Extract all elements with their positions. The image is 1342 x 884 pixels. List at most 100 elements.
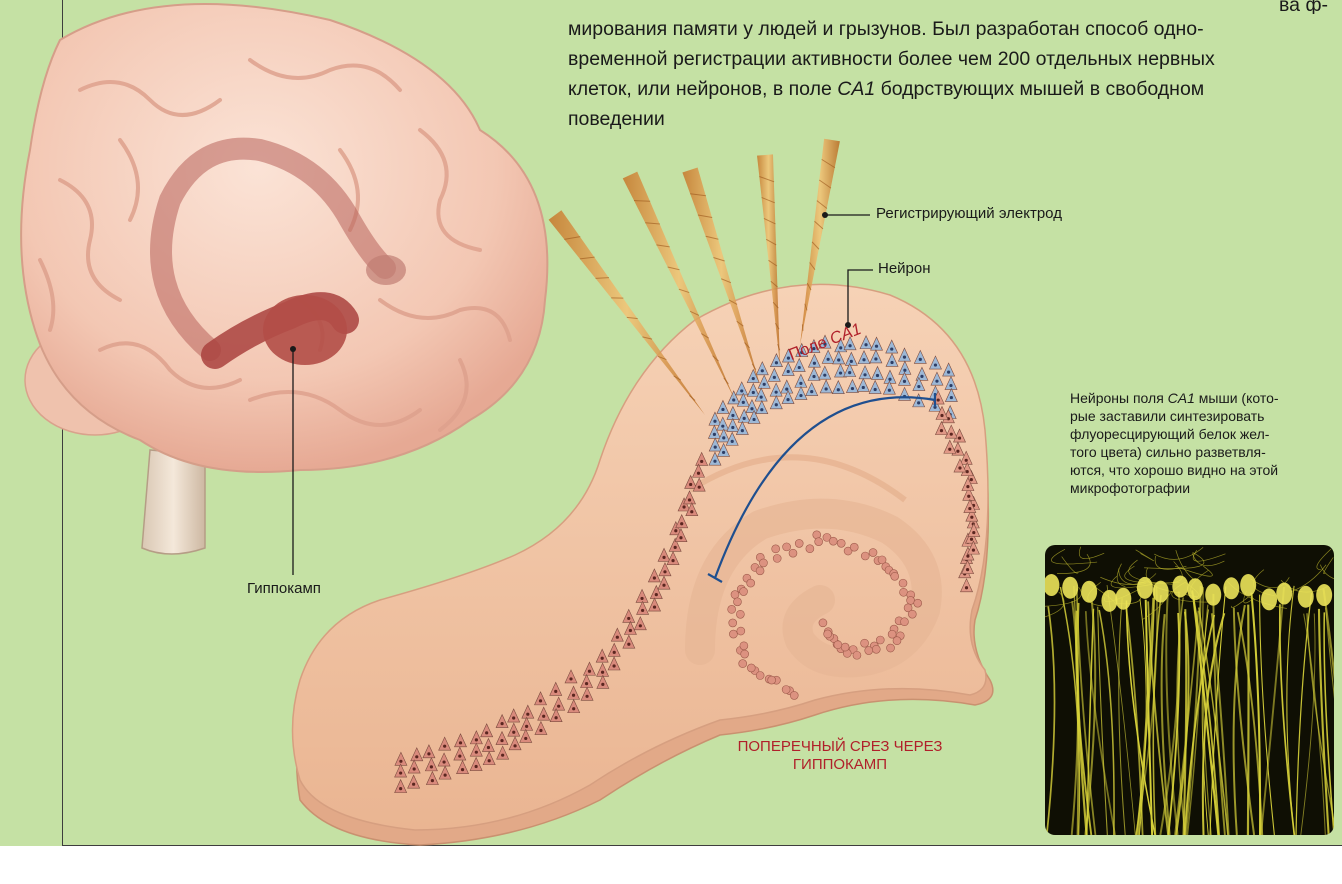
neuron-nucleus — [937, 398, 940, 401]
granule-cell — [815, 538, 823, 546]
granule-cell — [756, 567, 764, 575]
neuron-nucleus — [512, 716, 515, 719]
dendrite-fine — [1155, 556, 1186, 569]
ca1-neuron-nucleus — [851, 387, 854, 390]
ca1-neuron-nucleus — [862, 358, 865, 361]
ca1-neuron-nucleus — [731, 440, 734, 443]
granule-cell — [887, 644, 895, 652]
neuron-nucleus — [585, 695, 588, 698]
granule-cell — [824, 630, 832, 638]
ca1-neuron-nucleus — [798, 366, 801, 369]
intro-text-part: бодрствующих мышей в свободном — [875, 78, 1204, 100]
neuron-nucleus — [674, 546, 677, 549]
soma — [1316, 584, 1332, 606]
electrode-label: Регистрирующий электрод — [876, 205, 1062, 222]
dendrite — [1261, 587, 1284, 835]
neuron-nucleus — [940, 414, 943, 417]
neuron-nucleus — [415, 755, 418, 758]
granule-cell — [795, 539, 803, 547]
neuron-nucleus — [487, 746, 490, 749]
dendrite-fine — [1136, 550, 1154, 561]
ca1-neuron-nucleus — [741, 429, 744, 432]
neuron-nucleus — [674, 529, 677, 532]
granule-cell — [861, 552, 869, 560]
ca1-neuron-nucleus — [731, 426, 734, 429]
granule-cell — [773, 554, 781, 562]
caption-text-part: мыши (кото- — [1195, 390, 1279, 406]
ca1-neuron-nucleus — [903, 380, 906, 383]
ca1-neuron-nucleus — [752, 377, 755, 380]
granule-cell — [737, 627, 745, 635]
neuron-nucleus — [601, 671, 604, 674]
neuron-nucleus — [399, 787, 402, 790]
soma — [1240, 574, 1256, 596]
ca1-neuron-nucleus — [810, 390, 813, 393]
granule-cell — [759, 559, 767, 567]
neuron-nucleus — [663, 570, 666, 573]
neuron-nucleus — [569, 677, 572, 680]
intro-line: временной регистрации активности более ч… — [568, 44, 1328, 74]
ca1-term: CA1 — [837, 78, 875, 100]
caption-line: микрофотографии — [1070, 479, 1338, 497]
dendrite-fine — [1062, 557, 1079, 574]
neuron-nucleus — [698, 486, 701, 489]
granule-cell — [806, 545, 814, 553]
ca1-neuron-nucleus — [825, 387, 828, 390]
granule-cell — [865, 647, 873, 655]
dendrite — [1296, 593, 1311, 835]
neuron-nucleus — [431, 779, 434, 782]
neuron-nucleus — [557, 705, 560, 708]
electrode-twist — [634, 201, 650, 202]
neuron-nucleus — [965, 459, 968, 462]
dendrite — [1153, 595, 1161, 835]
intro-line: мирования памяти у людей и грызунов. Был… — [568, 14, 1328, 44]
ca1-neuron-nucleus — [888, 389, 891, 392]
soma — [1045, 574, 1059, 596]
soma — [1115, 588, 1131, 610]
electrode-twist — [802, 324, 803, 330]
ca1-neuron-nucleus — [874, 357, 877, 360]
ca1-neuron-nucleus — [761, 369, 764, 372]
caption-line: того цвета) сильно разветвля- — [1070, 443, 1338, 461]
dendrite — [1119, 598, 1125, 835]
neuron-nucleus — [443, 745, 446, 748]
ca1-neuron-nucleus — [763, 383, 766, 386]
ca1-neuron-nucleus — [743, 417, 746, 420]
granule-cell — [731, 591, 739, 599]
neuron-nucleus — [413, 767, 416, 770]
granule-cell — [772, 545, 780, 553]
ca1-neuron-nucleus — [713, 460, 716, 463]
ca1-neuron-nucleus — [721, 408, 724, 411]
granule-cell — [747, 579, 755, 587]
ca1-neuron-nucleus — [731, 414, 734, 417]
ca1-neuron-nucleus — [919, 358, 922, 361]
neuron-nucleus — [501, 754, 504, 757]
neuron-nucleus — [662, 584, 665, 587]
ca1-neuron-nucleus — [760, 408, 763, 411]
electrode-leader — [822, 212, 870, 218]
ca1-neuron-nucleus — [837, 358, 840, 361]
granule-cell — [891, 572, 899, 580]
ca1-neuron-nucleus — [714, 445, 717, 448]
ca1-neuron-nucleus — [947, 370, 950, 373]
neuron-nucleus — [653, 576, 656, 579]
granule-cell — [837, 539, 845, 547]
granule-cell — [739, 660, 747, 668]
neuron-nucleus — [588, 670, 591, 673]
ca1-neuron-nucleus — [850, 360, 853, 363]
caption-ca1-term: CA1 — [1168, 390, 1195, 406]
intro-line-partial: ва ф- — [568, 0, 1328, 14]
ca1-neuron-nucleus — [917, 401, 920, 404]
ca1-neuron-nucleus — [773, 376, 776, 379]
neuron-nucleus — [680, 522, 683, 525]
neuron-nucleus — [539, 699, 542, 702]
caption-line: ются, что хорошо видно на этой — [1070, 461, 1338, 479]
ca1-neuron-nucleus — [935, 380, 938, 383]
ca1-neuron-nucleus — [839, 371, 842, 374]
granule-cell — [907, 596, 915, 604]
ca1-neuron-nucleus — [917, 385, 920, 388]
intro-text: ва ф- мирования памяти у людей и грызуно… — [568, 0, 1328, 134]
caption-line: флуоресцирующий белок жел- — [1070, 425, 1338, 443]
ca1-neuron-nucleus — [920, 375, 923, 378]
ca1-neuron-nucleus — [722, 451, 725, 454]
